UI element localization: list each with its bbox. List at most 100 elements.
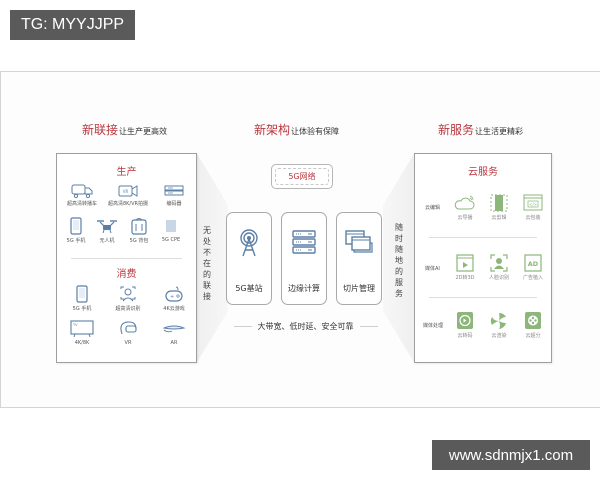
- 5g-network-label: 5G网络: [275, 168, 329, 185]
- service-2d-to-3d: 2D转3D: [445, 254, 485, 281]
- service-label: 2D转3D: [455, 275, 475, 281]
- smartphone-icon: [70, 217, 82, 235]
- service-cloud-packaging: </> 云包装: [513, 194, 553, 221]
- svg-text:</>: </>: [529, 202, 537, 207]
- center-title-highlight: 新架构: [254, 123, 291, 137]
- left-title-rest: 让生产更高效: [119, 127, 168, 136]
- tagline-rule-left: [233, 325, 252, 327]
- device-label: VR: [124, 340, 132, 346]
- service-label: 云剪辑: [491, 215, 507, 221]
- left-section-title: 新联接 让生产更高效: [82, 121, 167, 138]
- device-5g-backpack: 5G 背包: [114, 217, 164, 244]
- card-label: 切片管理: [343, 284, 375, 293]
- gamepad-icon: +: [165, 286, 183, 302]
- watermark-top: TG: MYYJJPP: [10, 10, 135, 40]
- device-label: AR: [170, 340, 178, 346]
- ar-glasses-icon: [162, 325, 186, 333]
- right-title-highlight: 新服务: [438, 123, 475, 137]
- service-label: 云渲染: [491, 333, 507, 339]
- service-cloud-editing: 云剪辑: [479, 194, 519, 221]
- service-cloud-director: 云导播: [445, 194, 485, 221]
- network-tagline: 大带宽、低时延、安全可靠: [228, 320, 383, 332]
- vr-camera-icon: VR: [118, 185, 138, 197]
- tagline-rule-right: [359, 325, 378, 327]
- right-vertical-caption: 随时随地的服务: [395, 223, 403, 298]
- drone-icon: [97, 220, 117, 234]
- panel-divider: [71, 258, 182, 259]
- service-label: 云超分: [525, 333, 541, 339]
- film-edit-icon: [490, 194, 508, 212]
- server-rack-icon: [292, 230, 316, 254]
- service-face-recognition: 人脸识别: [479, 254, 519, 281]
- card-label: 5G基站: [235, 284, 263, 293]
- row-label-media-processing: 媒体处理: [423, 323, 444, 329]
- right-section-title: 新服务 让生活更精彩: [438, 121, 523, 138]
- device-label: 5G 背包: [129, 238, 149, 244]
- video-play-icon: [456, 254, 474, 272]
- device-vr: VR: [103, 320, 153, 346]
- center-title-rest: 让体验有保障: [291, 127, 340, 136]
- device-label: 4K/8K: [74, 340, 90, 346]
- row-label-media-ai: 媒体AI: [425, 266, 440, 272]
- left-title-highlight: 新联接: [82, 123, 119, 137]
- encoder-icon: [164, 185, 184, 196]
- watermark-bottom: www.sdnmjx1.com: [432, 440, 590, 470]
- service-cloud-transcode: 云转码: [445, 312, 485, 339]
- device-face-recognition: 超高清识别: [103, 285, 153, 312]
- connection-panel: 生产 超高清转播车 VR 超高清8K/VR拍摄 编码器: [56, 153, 197, 363]
- service-label: 广告植入: [522, 275, 543, 281]
- svg-text:TV: TV: [72, 323, 78, 327]
- card-label: 边缘计算: [288, 284, 320, 293]
- service-ad-insertion: AD 广告植入: [513, 254, 553, 281]
- device-cloud-game: + 4K云游戏: [149, 285, 199, 312]
- panel-divider: [429, 297, 537, 298]
- device-label: 5G 手机: [72, 306, 92, 312]
- service-label: 云导播: [457, 215, 473, 221]
- face-scan-icon: [490, 254, 508, 272]
- vr-headset-icon: [120, 321, 137, 335]
- card-slice-management: 切片管理: [336, 212, 382, 305]
- device-label: 编码器: [166, 201, 182, 207]
- device-label: 无人机: [99, 238, 115, 244]
- smartphone-icon: [76, 285, 88, 303]
- cloud-signal-icon: [454, 195, 475, 210]
- service-label: 人脸识别: [488, 275, 509, 281]
- device-label: 4K云游戏: [163, 306, 185, 312]
- device-broadcast-van: 超高清转播车: [57, 184, 107, 207]
- service-cloud-render: 云渲染: [479, 312, 519, 339]
- left-vertical-caption: 无处不在的联接: [203, 226, 211, 301]
- device-5g-phone: 5G 手机: [51, 217, 101, 244]
- right-title-rest: 让生活更精彩: [475, 127, 524, 136]
- consumption-heading: 消费: [116, 269, 137, 280]
- render-icon: [490, 312, 506, 329]
- service-cloud-super-resolution: 云超分: [513, 312, 553, 339]
- row-label-cloud-editing: 云编辑: [425, 205, 441, 211]
- service-label: 云包装: [525, 215, 541, 221]
- device-tv: TV 4K/8K: [57, 320, 107, 346]
- device-label: 超高清转播车: [66, 201, 97, 207]
- device-5g-cpe: 5G CPE: [146, 217, 196, 243]
- svg-text:+: +: [170, 294, 174, 300]
- code-window-icon: </>: [523, 194, 543, 211]
- device-ar: AR: [149, 320, 199, 346]
- service-label: 云转码: [457, 333, 473, 339]
- device-5g-phone-consumer: 5G 手机: [57, 285, 107, 312]
- truck-camera-icon: [71, 184, 93, 198]
- device-encoder: 编码器: [149, 184, 199, 207]
- card-5g-base-station: 5G基站: [226, 212, 272, 305]
- panel-divider: [429, 237, 537, 238]
- center-section-title: 新架构 让体验有保障: [254, 121, 339, 138]
- antenna-tower-icon: [240, 229, 258, 257]
- film-reel-icon: [525, 312, 541, 329]
- cpe-icon: [166, 220, 176, 232]
- transcode-icon: [457, 312, 473, 329]
- 5g-network-badge: 5G网络: [271, 164, 333, 189]
- card-edge-computing: 边缘计算: [281, 212, 327, 305]
- device-vr-camera: VR 超高清8K/VR拍摄: [103, 184, 153, 207]
- cloud-service-panel: 云服务 云编辑 云导播 云剪辑 </> 云包装 媒体AI 2D: [414, 153, 552, 363]
- tv-icon: TV: [70, 320, 94, 338]
- ad-icon: AD: [524, 254, 542, 272]
- cloud-service-heading: 云服务: [468, 167, 498, 178]
- svg-text:AD: AD: [528, 260, 539, 268]
- windows-slice-icon: [345, 230, 373, 253]
